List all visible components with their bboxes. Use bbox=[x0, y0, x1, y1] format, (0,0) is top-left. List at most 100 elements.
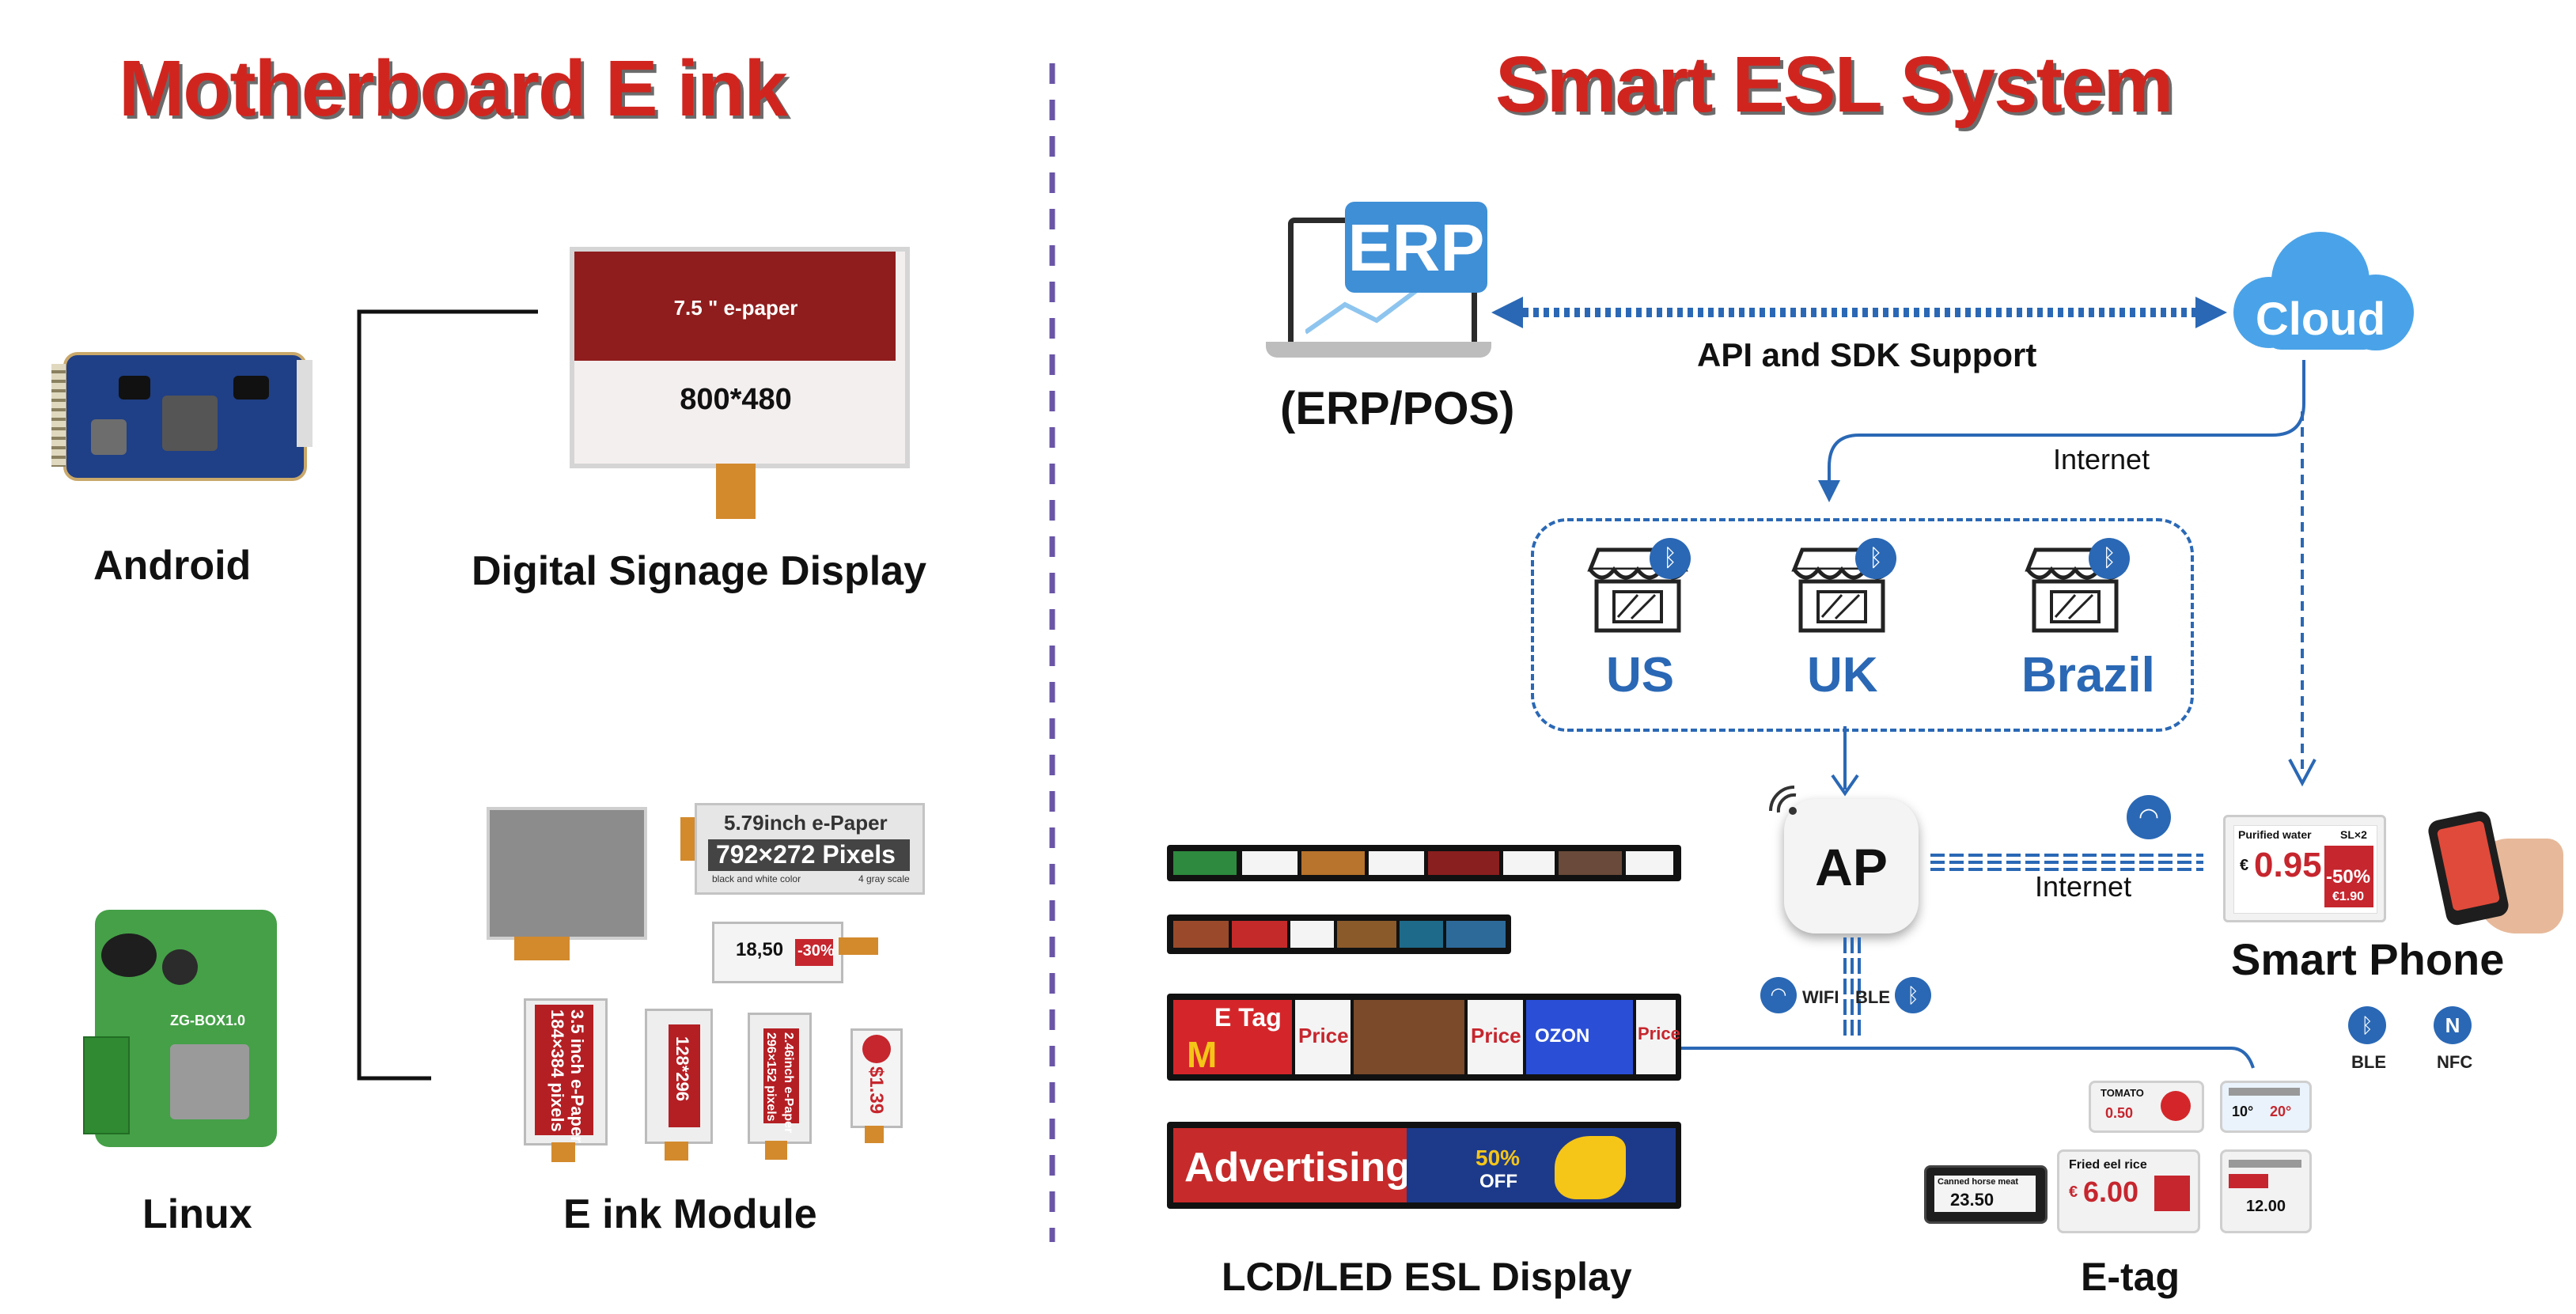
bluetooth-icon: ᛒ bbox=[1895, 977, 1931, 1013]
module-579-image: 5.79inch e-Paper 792×272 Pixels black an… bbox=[680, 803, 925, 895]
strip3-price3: Price bbox=[1638, 1024, 1680, 1043]
module-246-pixels: 296×152 pixels bbox=[764, 1032, 778, 1122]
eel-tag-price: 6.00 bbox=[2083, 1176, 2139, 1208]
module-35-pixels: 184×384 pixels bbox=[547, 1009, 567, 1132]
water-price-tag: Purified water SL×2 € 0.95 -50% €1.90 bbox=[2223, 815, 2386, 922]
temp-tag-v1: 10° bbox=[2232, 1104, 2254, 1119]
bluetooth-icon: ᛒ bbox=[2089, 538, 2130, 579]
nfc-icon: N bbox=[2434, 1006, 2472, 1044]
esl-display-label: LCD/LED ESL Display bbox=[1222, 1255, 1632, 1299]
water-tag-currency: € bbox=[2240, 857, 2249, 874]
internet-arrow bbox=[1818, 360, 2305, 502]
module-579-title: 5.79inch e-Paper bbox=[724, 811, 888, 835]
linux-board-image: ZG-BOX1.0 bbox=[79, 902, 289, 1155]
module-579-note2: 4 gray scale bbox=[858, 873, 910, 884]
water-tag-old: €1.90 bbox=[2332, 890, 2365, 903]
api-label: API and SDK Support bbox=[1697, 336, 2037, 373]
eel-tag-name: Fried eel rice bbox=[2069, 1158, 2147, 1172]
temp-tag: 10° 20° bbox=[2220, 1081, 2312, 1133]
ap-label: AP bbox=[1815, 838, 1888, 896]
module-579-note1: black and white color bbox=[712, 873, 801, 884]
ap-display-link bbox=[1843, 937, 1861, 1036]
signage-label: Digital Signage Display bbox=[472, 548, 927, 594]
stores-ap-arrow bbox=[1831, 726, 1859, 797]
smartphone-label: Smart Phone bbox=[2231, 934, 2505, 984]
strip3-price1: Price bbox=[1298, 1024, 1349, 1047]
android-label: Android bbox=[93, 543, 252, 589]
strip3-brand: OZON bbox=[1535, 1025, 1590, 1047]
wifi-icon: ◠ bbox=[1760, 977, 1797, 1013]
rose-tag-price: 12.00 bbox=[2246, 1198, 2286, 1215]
api-arrow bbox=[1491, 297, 2227, 328]
bluetooth-icon: ᛒ bbox=[1855, 538, 1896, 579]
price-tag-small-image: 18,50 -30% bbox=[712, 922, 882, 983]
android-board-image bbox=[44, 332, 316, 494]
display-etag-link bbox=[1677, 1047, 2255, 1069]
internet-mid-label: Internet bbox=[2035, 870, 2132, 903]
eel-tag-currency: € bbox=[2069, 1183, 2078, 1201]
smartphone-icon bbox=[2421, 807, 2563, 933]
horse-tag-name: Canned horse meat bbox=[1938, 1177, 2019, 1187]
module-35-image: 3.5 inch e-Paper 184×384 pixels bbox=[524, 998, 611, 1164]
nfc-label: NFC bbox=[2437, 1052, 2473, 1072]
erp-label: (ERP/POS) bbox=[1280, 383, 1515, 434]
price-tag-small-value: 18,50 bbox=[736, 939, 784, 960]
esl-strip-2 bbox=[1167, 914, 1511, 954]
internet-top-label: Internet bbox=[2053, 443, 2150, 475]
ap-tag-link bbox=[1930, 854, 2203, 871]
linux-label: Linux bbox=[142, 1191, 252, 1237]
strip4-advertising: Advertising bbox=[1184, 1145, 1411, 1191]
water-tag-name: Purified water bbox=[2238, 828, 2312, 841]
cloud-icon bbox=[2233, 232, 2414, 350]
signage-resolution: 800*480 bbox=[680, 383, 792, 416]
ble-label-phone: BLE bbox=[2351, 1052, 2386, 1072]
strip4-off: OFF bbox=[1479, 1171, 1517, 1192]
wifi-icon: ◠ bbox=[2127, 795, 2171, 839]
strip3-etag: E Tag bbox=[1214, 1003, 1282, 1032]
esl-strip-3: E Tag M Price Price OZON Price bbox=[1167, 994, 1681, 1081]
left-title: Motherboard E ink bbox=[119, 44, 788, 133]
store-label-us: US bbox=[1606, 648, 1675, 702]
esl-strip-4: Advertising 50% OFF bbox=[1167, 1122, 1681, 1209]
linux-board-silk: ZG-BOX1.0 bbox=[170, 1013, 246, 1028]
gray-epaper-image bbox=[487, 807, 647, 965]
bluetooth-icon: ᛒ bbox=[1650, 538, 1691, 579]
price-tag-vertical-image: $1.39 bbox=[850, 1028, 906, 1143]
rose-tag: 12.00 bbox=[2220, 1149, 2312, 1233]
water-tag-price: 0.95 bbox=[2254, 846, 2322, 884]
tomato-tag-name: TOMATO bbox=[2101, 1087, 2144, 1099]
erp-logo-text: ERP bbox=[1347, 210, 1485, 285]
cloud-label: Cloud bbox=[2255, 293, 2386, 345]
connector-bracket bbox=[357, 309, 538, 1081]
wifi-label: WIFI bbox=[1802, 987, 1839, 1007]
bluetooth-icon: ᛒ bbox=[2348, 1006, 2386, 1044]
esl-strip-1 bbox=[1167, 845, 1681, 881]
module-246-title: 2.46inch e-Paper bbox=[782, 1032, 795, 1134]
right-title: Smart ESL System bbox=[1495, 40, 2173, 129]
strip4-discount: 50% bbox=[1476, 1145, 1521, 1170]
section-divider bbox=[1049, 63, 1055, 1242]
ble-label-ap: BLE bbox=[1855, 987, 1890, 1007]
temp-tag-v2: 20° bbox=[2270, 1104, 2292, 1119]
signage-top-text: 7.5 " e-paper bbox=[673, 296, 798, 320]
tomato-tag-price: 0.50 bbox=[2105, 1105, 2134, 1121]
signage-panel-image: 7.5 " e-paper 800*480 bbox=[562, 247, 910, 532]
module-26-image: 128*296 bbox=[645, 1009, 716, 1163]
strip3-price2: Price bbox=[1471, 1024, 1521, 1047]
module-label: E ink Module bbox=[563, 1191, 817, 1237]
store-label-uk: UK bbox=[1807, 648, 1878, 702]
module-246-image: 2.46inch e-Paper 296×152 pixels bbox=[748, 1013, 815, 1163]
water-tag-discount: -50% bbox=[2326, 866, 2371, 888]
price-tag-small-discount: -30% bbox=[797, 942, 835, 960]
erp-logo: ERP bbox=[1345, 202, 1487, 293]
eel-tag: Fried eel rice € 6.00 bbox=[2057, 1149, 2200, 1233]
etag-label: E-tag bbox=[2081, 1255, 2180, 1299]
water-tag-qty: SL×2 bbox=[2340, 828, 2367, 841]
tomato-tag: TOMATO 0.50 bbox=[2089, 1081, 2204, 1133]
module-26-pixels: 128*296 bbox=[672, 1036, 692, 1101]
price-tag-vertical-value: $1.39 bbox=[866, 1066, 887, 1115]
ap-device: AP bbox=[1784, 799, 1919, 933]
module-579-pixels: 792×272 Pixels bbox=[716, 840, 896, 869]
store-label-brazil: Brazil bbox=[2021, 648, 2155, 702]
cloud-phone-arrow bbox=[2288, 411, 2317, 787]
